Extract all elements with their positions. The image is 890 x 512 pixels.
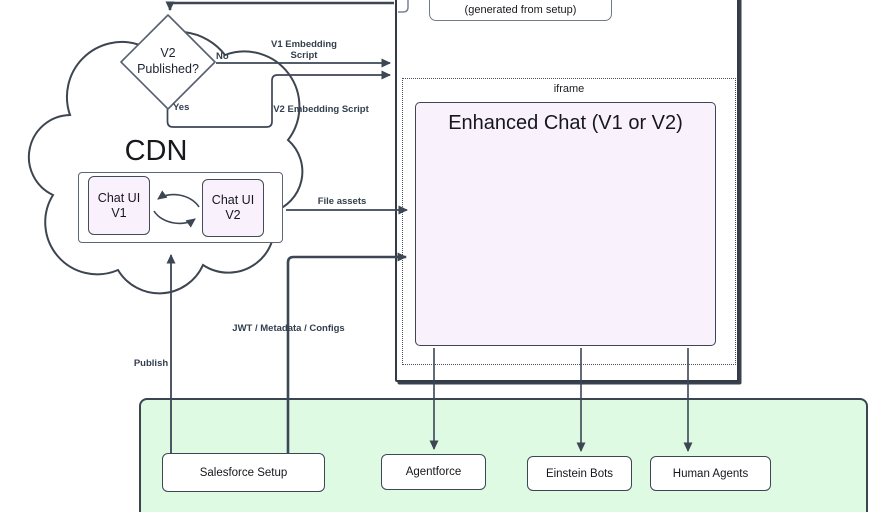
- setup-to-decision-connector: [165, 1, 394, 11]
- jwt-metadata-configs-label: JWT / Metadata / Configs: [232, 323, 345, 334]
- chat-ui-v2-node: Chat UI V2: [202, 179, 264, 237]
- chat-ui-v1-title: Chat UI: [97, 190, 141, 205]
- chat-ui-v2-version: V2: [225, 208, 241, 222]
- agentforce-label: Agentforce: [405, 466, 462, 478]
- salesforce-setup-label: Salesforce Setup: [199, 466, 288, 479]
- enhanced-chat-node: Enhanced Chat (V1 or V2): [415, 102, 716, 346]
- agentforce-node: Agentforce: [381, 454, 486, 490]
- chat-ui-v2-title: Chat UI: [211, 193, 255, 207]
- einstein-bots-label: Einstein Bots: [545, 467, 614, 480]
- v1-embedding-script-label: V1 Embedding Script: [254, 39, 354, 61]
- decision-label-line1: V2: [160, 46, 176, 60]
- cdn-label: CDN: [124, 135, 188, 167]
- iframe-dotted-boundary: iframe: [402, 78, 736, 365]
- v1-embedding-script-line1: V1 Embedding: [271, 39, 337, 50]
- chat-ui-v1-version: V1: [111, 205, 127, 220]
- enhanced-chat-label: Enhanced Chat (V1 or V2): [448, 112, 683, 134]
- einstein-bots-node: Einstein Bots: [527, 456, 632, 491]
- yes-branch-label: Yes: [173, 102, 190, 113]
- decision-label-line2: Published?: [137, 61, 199, 76]
- chat-ui-v1-node: Chat UI V1: [88, 176, 150, 235]
- human-agents-node: Human Agents: [650, 456, 771, 491]
- decision-label: V2 Published?: [120, 46, 216, 77]
- no-branch-label: No: [216, 51, 229, 62]
- generated-from-setup-label: (generated from setup): [464, 4, 577, 16]
- publish-label: Publish: [133, 358, 169, 369]
- yes-edge-v2-script: [166, 70, 391, 128]
- v1-embedding-script-line2: Script: [290, 50, 318, 61]
- file-assets-label: File assets: [317, 196, 367, 207]
- iframe-label: iframe: [553, 83, 585, 95]
- generated-from-setup-node: (generated from setup): [429, 0, 612, 21]
- human-agents-label: Human Agents: [672, 467, 749, 480]
- v2-embedding-script-label: V2 Embedding Script: [273, 104, 369, 115]
- salesforce-setup-node: Salesforce Setup: [162, 453, 325, 492]
